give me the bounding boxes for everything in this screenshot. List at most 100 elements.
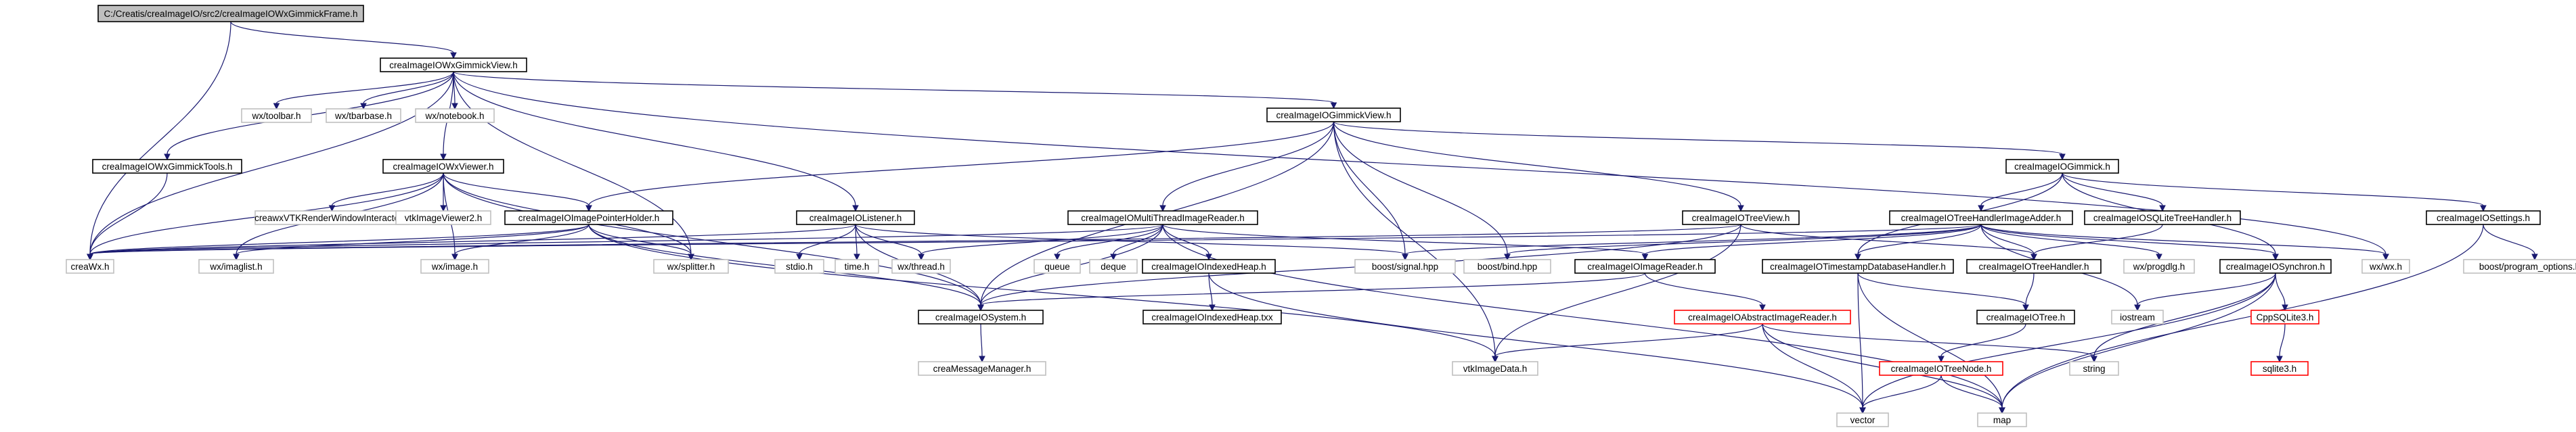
- edge-gimmickview-to-gimmick: [1333, 121, 2066, 161]
- node-thread[interactable]: wx/thread.h: [891, 259, 951, 274]
- node-gimmickview[interactable]: creaImageIOGimmickView.h: [1266, 107, 1401, 122]
- node-box: [1682, 210, 1800, 225]
- edge-multithreadreader-to-queue: [1054, 224, 1163, 261]
- node-box: [1034, 259, 1081, 274]
- edge-listener-to-creawx: [87, 224, 856, 261]
- node-label: wx/notebook.h: [424, 111, 484, 121]
- node-creawxvtk[interactable]: creawxVTKRenderWindowInteractor.h: [254, 210, 409, 225]
- node-queue[interactable]: queue: [1034, 259, 1081, 274]
- edge-multithreadreader-to-indexedheap: [1162, 224, 1212, 261]
- node-label: wx/thread.h: [897, 262, 945, 272]
- node-abstractreader[interactable]: creaImageIOAbstractImageReader.h: [1674, 310, 1851, 325]
- node-treenode[interactable]: creaImageIOTreeNode.h: [1879, 361, 2003, 376]
- node-notebook[interactable]: wx/notebook.h: [415, 108, 495, 123]
- node-box: [1354, 259, 1456, 274]
- node-treehandler[interactable]: creaImageIOTreeHandler.h: [1966, 259, 2102, 274]
- node-deque[interactable]: deque: [1089, 259, 1138, 274]
- node-synchron[interactable]: creaImageIOSynchron.h: [2219, 259, 2332, 274]
- node-gimmick[interactable]: creaImageIOGimmick.h: [2005, 159, 2119, 174]
- node-label: CppSQLite3.h: [2257, 312, 2314, 322]
- node-creawx[interactable]: creaWx.h: [66, 259, 114, 274]
- edge-treehandlerimageadder-to-wxwx: [1980, 224, 2389, 261]
- node-box: [92, 159, 242, 174]
- node-wxwx[interactable]: wx/wx.h: [2361, 259, 2410, 274]
- node-progdlg[interactable]: wx/progdlg.h: [2123, 259, 2195, 274]
- node-imagepointerholder[interactable]: creaImageIOImagePointerHolder.h: [504, 210, 673, 225]
- node-box: [774, 259, 824, 274]
- node-tree[interactable]: creaImageIOTree.h: [1976, 310, 2075, 325]
- node-label: vtkImageViewer2.h: [405, 213, 483, 223]
- node-box: [2426, 210, 2541, 225]
- edge-listener-to-stdio: [796, 224, 856, 261]
- edge-treehandler-to-tree: [2022, 272, 2035, 312]
- node-settings[interactable]: creaImageIOSettings.h: [2426, 210, 2541, 225]
- node-sqlite3h[interactable]: CppSQLite3.h: [2250, 310, 2319, 325]
- node-listener[interactable]: creaImageIOListener.h: [796, 210, 915, 225]
- node-vtkimageviewer2[interactable]: vtkImageViewer2.h: [395, 210, 491, 225]
- edge-imagereader-to-system: [977, 272, 1646, 312]
- edge-multithreadreader-to-map: [1162, 224, 2005, 414]
- node-wxgimmickview[interactable]: creaImageIOWxGimmickView.h: [380, 57, 527, 72]
- node-box: [2361, 259, 2410, 274]
- edge-wxgimmickview-to-tbarbase: [360, 71, 454, 110]
- node-splitter[interactable]: wx/splitter.h: [653, 259, 729, 274]
- node-box: [66, 259, 114, 274]
- node-label: creaImageIOTreeHandlerImageAdder.h: [1901, 213, 2062, 223]
- node-boostsignal[interactable]: boost/signal.hpp: [1354, 259, 1456, 274]
- node-vector[interactable]: vector: [1836, 412, 1889, 427]
- node-label: creaImageIOIndexedHeap.h: [1151, 262, 1266, 272]
- node-label: creaImageIOWxViewer.h: [393, 162, 493, 172]
- edge-gimmickview-to-multithreadreader: [1159, 121, 1335, 212]
- node-treehandlerimageadder[interactable]: creaImageIOTreeHandlerImageAdder.h: [1889, 210, 2073, 225]
- node-tbarbase[interactable]: wx/tbarbase.h: [326, 108, 401, 123]
- node-boostbind[interactable]: boost/bind.hpp: [1463, 259, 1551, 274]
- node-treeview[interactable]: creaImageIOTreeView.h: [1682, 210, 1800, 225]
- edge-gimmick-to-treehandlerimageadder: [1978, 172, 2063, 212]
- edge-imagepointerholder-to-imaglist: [233, 224, 590, 261]
- node-label: sqlite3.h: [2263, 364, 2296, 374]
- edge-wxgimmickview-to-gimmickview: [453, 71, 1337, 110]
- node-label: stdio.h: [786, 262, 813, 272]
- node-imagereader[interactable]: creaImageIOImageReader.h: [1574, 259, 1716, 274]
- node-wxviewer[interactable]: creaImageIOWxViewer.h: [382, 159, 504, 174]
- node-box: [380, 57, 527, 72]
- node-iostream[interactable]: iostream: [2111, 310, 2164, 325]
- node-box: [2123, 259, 2195, 274]
- node-boostprogopts[interactable]: boost/program_options.hpp: [2463, 259, 2576, 274]
- node-timestampdb[interactable]: creaImageIOTimestampDatabaseHandler.h: [1762, 259, 1954, 274]
- node-messagemanager[interactable]: creaMessageManager.h: [918, 361, 1046, 376]
- node-box: [2250, 361, 2309, 376]
- node-indexedheaptxx[interactable]: creaImageIOIndexedHeap.txx: [1142, 310, 1282, 325]
- node-indexedheap[interactable]: creaImageIOIndexedHeap.h: [1142, 259, 1276, 274]
- nodes-layer: C:/Creatis/creaImageIO/src2/creaImageIOW…: [66, 5, 2576, 427]
- edge-timestampdb-to-tree: [1857, 272, 2029, 312]
- edge-synchron-to-sqlite3h: [2275, 272, 2288, 312]
- node-multithreadreader[interactable]: creaImageIOMultiThreadImageReader.h: [1067, 210, 1258, 225]
- node-box: [504, 210, 673, 225]
- node-string[interactable]: string: [2069, 361, 2119, 376]
- edge-system-to-messagemanager: [979, 323, 985, 363]
- edge-wxgimmicktools-to-creawx: [87, 172, 168, 261]
- node-map[interactable]: map: [1977, 412, 2027, 427]
- node-stdio[interactable]: stdio.h: [774, 259, 824, 274]
- edge-treehandlerimageadder-to-progdlg: [1980, 224, 2162, 261]
- node-label: creaImageIOIndexedHeap.txx: [1151, 312, 1273, 322]
- node-system[interactable]: creaImageIOSystem.h: [918, 310, 1044, 325]
- edge-sqlitetreehandler-to-treehandler: [2030, 224, 2163, 261]
- node-wximage[interactable]: wx/image.h: [420, 259, 489, 274]
- node-sqlitetreehandler[interactable]: creaImageIOSQLiteTreeHandler.h: [2084, 210, 2241, 225]
- node-box: [1762, 259, 1954, 274]
- node-wxgimmicktools[interactable]: creaImageIOWxGimmickTools.h: [92, 159, 242, 174]
- node-sqlite3[interactable]: sqlite3.h: [2250, 361, 2309, 376]
- edge-imagepointerholder-to-vtkimagedata: [588, 224, 1498, 363]
- node-imaglist[interactable]: wx/imaglist.h: [198, 259, 274, 274]
- node-time[interactable]: time.h: [835, 259, 879, 274]
- node-frame[interactable]: C:/Creatis/creaImageIO/src2/creaImageIOW…: [97, 5, 364, 22]
- node-toolbar[interactable]: wx/toolbar.h: [241, 108, 312, 123]
- node-vtkimagedata[interactable]: vtkImageData.h: [1452, 361, 1538, 376]
- edge-gimmickview-to-treeview: [1333, 121, 1744, 212]
- node-label: creaWx.h: [70, 262, 109, 272]
- node-box: [395, 210, 491, 225]
- edge-synchron-to-vector: [1859, 272, 2276, 414]
- node-box: [1574, 259, 1716, 274]
